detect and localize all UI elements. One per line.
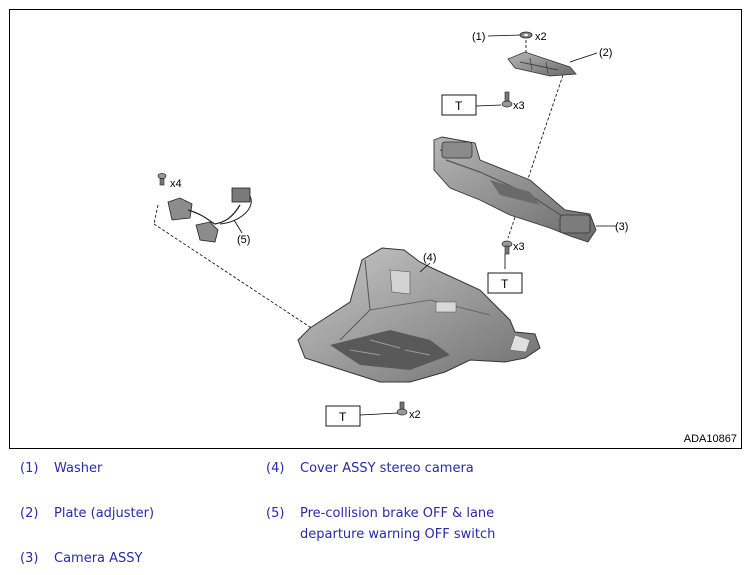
torque-box-upper: T (441, 94, 477, 116)
torque-box-lower: T (487, 272, 523, 294)
figure-id: ADA10867 (683, 433, 737, 445)
washer-part (519, 31, 533, 39)
legend-number: (5) (266, 506, 285, 521)
switch-screw-qty-label: x4 (170, 178, 182, 190)
legend-number: (2) (20, 506, 39, 521)
callout-4-label: (4) (423, 252, 436, 264)
switch-harness-part (157, 173, 252, 243)
legend-text-line2: departure warning OFF switch (300, 527, 496, 542)
plate-adjuster-part (507, 51, 577, 77)
callout-3-label: (3) (615, 221, 628, 233)
exploded-diagram: (1) x2 (2) x3 (3) x3 (4) x4 (5) x2 T T T… (9, 9, 742, 449)
torque-label-bottom: T (339, 410, 347, 424)
legend-text: Cover ASSY stereo camera (300, 461, 474, 476)
legend-number: (1) (20, 461, 39, 476)
torque-label-lower: T (501, 277, 509, 291)
legend-number: (3) (20, 551, 39, 566)
callout-5-label: (5) (237, 234, 250, 246)
legend-text: Plate (adjuster) (54, 506, 155, 521)
torque-label-upper: T (455, 99, 463, 113)
assembly-guide-lines (153, 35, 564, 336)
bolt-bottom (396, 401, 408, 416)
bolt-upper (501, 91, 513, 108)
bottom-bolt-qty-label: x2 (409, 409, 421, 421)
callout-1-label: (1) (472, 31, 485, 43)
cover-assy-part (297, 247, 541, 383)
callout-2-label: (2) (599, 47, 612, 59)
lower-bolt-qty-label: x3 (513, 241, 525, 253)
bolt-lower (501, 240, 513, 255)
legend-text-line1: Pre-collision brake OFF & lane (300, 506, 495, 521)
upper-bolt-qty-label: x3 (513, 100, 525, 112)
leader-lines (233, 34, 616, 416)
torque-box-bottom: T (325, 405, 361, 427)
washer-qty-label: x2 (535, 31, 547, 43)
diagram-canvas: (1) x2 (2) x3 (3) x3 (4) x4 (5) x2 T T T (153, 31, 628, 427)
legend-text: Washer (54, 461, 103, 476)
legend-text: Camera ASSY (54, 551, 143, 566)
camera-assy-part (433, 136, 597, 243)
legend-number: (4) (266, 461, 285, 476)
